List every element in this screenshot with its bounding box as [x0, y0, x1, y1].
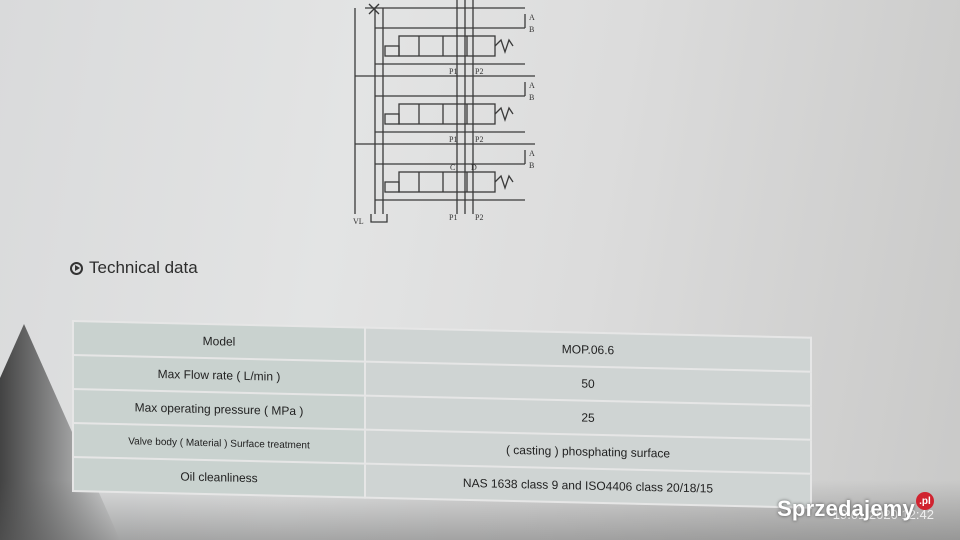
row-label: Oil cleanliness — [73, 457, 365, 498]
diagram-label-p2-1: P2 — [475, 67, 483, 76]
diagram-label-vl: VL — [353, 217, 364, 226]
diagram-label-p1-2: P1 — [449, 135, 457, 144]
watermark-badge: .pl — [916, 492, 934, 510]
diagram-label-p1-1: P1 — [449, 67, 457, 76]
diagram-label-b3: B — [529, 161, 534, 170]
play-circle-icon — [70, 261, 83, 275]
photo-timestamp: 19.01.2020 12:42 — [832, 507, 934, 522]
diagram-label-d: D — [471, 163, 477, 172]
technical-data-table: Model MOP.06.6 Max Flow rate ( L/min ) 5… — [72, 320, 812, 509]
section-heading: Technical data — [70, 258, 198, 278]
diagram-label-p2-2: P2 — [475, 135, 483, 144]
diagram-label-b1: B — [529, 25, 534, 34]
diagram-label-a3: A — [529, 149, 535, 158]
diagram-label-a2: A — [529, 81, 535, 90]
watermark-text: Sprzedajemy — [777, 496, 915, 521]
diagram-label-a1: A — [529, 13, 535, 22]
site-watermark: Sprzedajemy .pl — [777, 492, 934, 522]
diagram-label-p1-3: P1 — [449, 213, 457, 222]
section-title-text: Technical data — [89, 258, 198, 277]
diagram-label-p2-3: P2 — [475, 213, 483, 222]
diagram-label-c: C — [450, 163, 455, 172]
hydraulic-valve-diagram: A B A B A B P1 P2 P1 P2 P1 P2 C D VL — [353, 0, 535, 226]
diagram-label-b2: B — [529, 93, 534, 102]
